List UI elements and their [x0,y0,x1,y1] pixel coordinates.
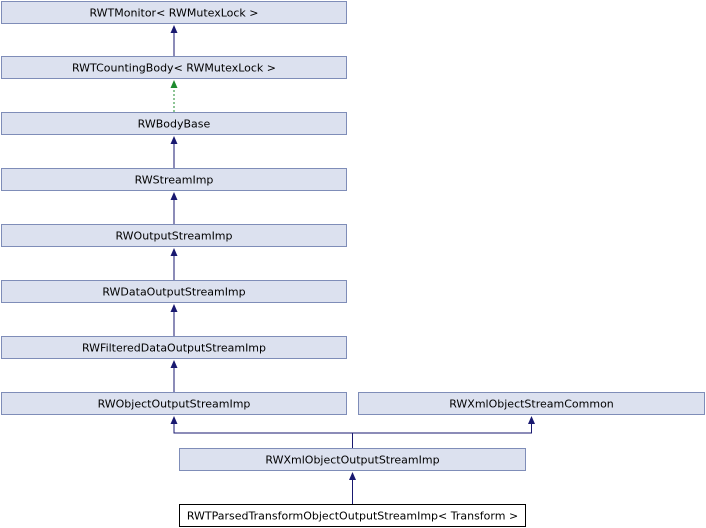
inheritance-edge-rwbodybase-to-rwtcountingbody [170,80,178,112]
edge-line [352,423,532,448]
class-node-rwobjectoutputstreamimp[interactable]: RWObjectOutputStreamImp [1,392,347,415]
inheritance-edge-rwxmlobjectoutputstreamimp-to-rwxmlobjectstreamcommon [352,416,535,448]
class-node-box [1,56,347,79]
class-node-label: RWObjectOutputStreamImp [98,398,251,411]
arrowhead [528,416,535,424]
class-node-rwtmonitor[interactable]: RWTMonitor< RWMutexLock > [1,1,347,24]
class-node-rwstreamimp[interactable]: RWStreamImp [1,168,347,191]
class-node-rwfiltereddataoutputstreamimp[interactable]: RWFilteredDataOutputStreamImp [1,336,347,359]
class-node-rwxmlobjectstreamcommon[interactable]: RWXmlObjectStreamCommon [358,392,705,415]
class-node-rwbodybase[interactable]: RWBodyBase [1,112,347,135]
inheritance-edge-rwobjectoutputstreamimp-to-rwfiltereddataoutputstreamimp [170,360,178,392]
arrowhead [170,25,178,33]
inheritance-edge-rwdataoutputstreamimp-to-rwoutputstreamimp [170,248,178,280]
class-node-label: RWXmlObjectStreamCommon [449,398,614,411]
class-node-box [1,280,347,303]
class-node-label: RWFilteredDataOutputStreamImp [82,342,266,355]
class-node-box [358,392,705,415]
class-node-rwtparsedtransform[interactable]: RWTParsedTransformObjectOutputStreamImp<… [179,504,526,527]
inheritance-edge-rwtparsedtransform-to-rwxmlobjectoutputstreamimp [349,472,356,504]
class-node-box [1,336,347,359]
class-node-box [1,168,347,191]
arrowhead [170,136,178,144]
arrowhead [170,80,178,88]
class-node-box [1,112,347,135]
arrowhead [349,472,356,480]
arrowhead [170,416,178,424]
class-node-box [179,504,526,527]
inheritance-edge-rwfiltereddataoutputstreamimp-to-rwdataoutputstreamimp [170,304,178,336]
inheritance-edge-rwtcountingbody-to-rwtmonitor [170,25,178,56]
class-node-rwoutputstreamimp[interactable]: RWOutputStreamImp [1,224,347,247]
class-node-box [1,224,347,247]
class-node-label: RWTCountingBody< RWMutexLock > [72,62,276,75]
arrowhead [170,248,178,256]
class-node-rwtcountingbody[interactable]: RWTCountingBody< RWMutexLock > [1,56,347,79]
arrowhead [170,304,178,312]
arrowhead [170,360,178,368]
edge-line [173,423,353,448]
class-node-box [179,448,526,471]
class-node-rwxmlobjectoutputstreamimp[interactable]: RWXmlObjectOutputStreamImp [179,448,526,471]
class-node-label: RWXmlObjectOutputStreamImp [265,454,439,467]
class-node-label: RWBodyBase [138,118,211,131]
class-node-label: RWTMonitor< RWMutexLock > [89,7,258,20]
class-node-label: RWTParsedTransformObjectOutputStreamImp<… [187,510,518,523]
class-node-rwdataoutputstreamimp[interactable]: RWDataOutputStreamImp [1,280,347,303]
inheritance-edge-rwstreamimp-to-rwbodybase [170,136,178,168]
class-node-label: RWOutputStreamImp [115,230,232,243]
class-node-box [1,392,347,415]
class-node-box [1,1,347,24]
inheritance-edge-rwxmlobjectoutputstreamimp-to-rwobjectoutputstreamimp [170,416,353,448]
edges-layer [170,25,535,504]
class-node-label: RWDataOutputStreamImp [102,286,245,299]
class-node-label: RWStreamImp [135,174,214,187]
inheritance-edge-rwoutputstreamimp-to-rwstreamimp [170,192,178,224]
arrowhead [170,192,178,200]
